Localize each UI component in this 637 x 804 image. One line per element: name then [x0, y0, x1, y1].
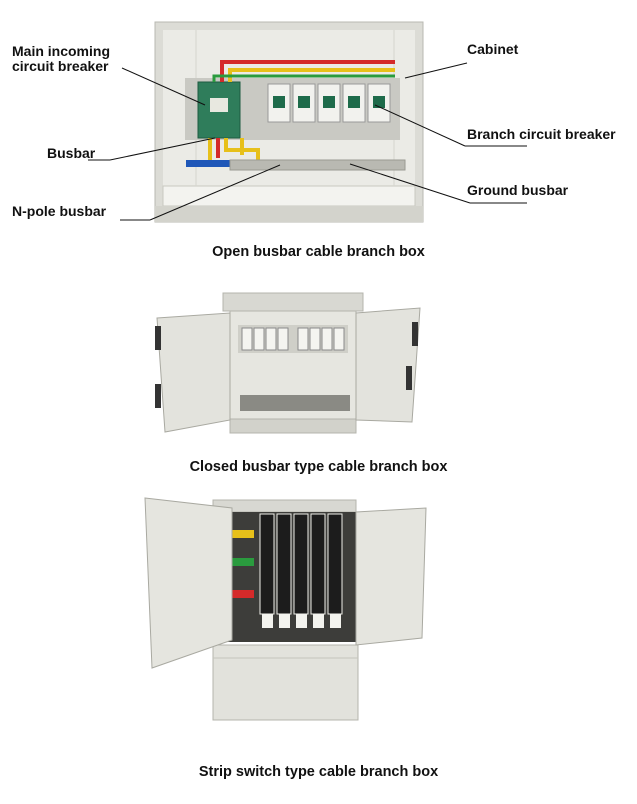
label-branch-circuit-breaker: Branch circuit breaker: [467, 126, 616, 142]
ground-busbar: [229, 159, 406, 171]
strip-switch-cabinet-illustration: [144, 497, 427, 721]
cabinet-floor: [162, 185, 416, 207]
label-cabinet: Cabinet: [467, 41, 519, 57]
label-busbar: Busbar: [47, 145, 96, 161]
label-main-incoming-circuit-breaker: Main incoming circuit breaker: [12, 44, 110, 74]
incoming-leads: [208, 138, 260, 160]
cabinet-base: [155, 206, 423, 222]
label-main-incoming-line2: circuit breaker: [12, 58, 109, 74]
label-n-pole-busbar: N-pole busbar: [12, 203, 107, 219]
caption-open-busbar: Open busbar cable branch box: [212, 244, 425, 260]
main-breaker-handle: [210, 98, 228, 112]
caption-closed-busbar: Closed busbar type cable branch box: [189, 459, 448, 475]
branch-breaker-row: [267, 83, 391, 123]
phase-busbar-yellow: [228, 68, 395, 82]
label-ground-busbar: Ground busbar: [467, 182, 569, 198]
leader-lines: [88, 62, 527, 221]
phase-busbar-green: [212, 74, 395, 82]
closed-busbar-cabinet-illustration: [155, 292, 421, 434]
label-main-incoming-line1: Main incoming: [12, 43, 110, 59]
caption-strip-switch: Strip switch type cable branch box: [198, 764, 439, 780]
